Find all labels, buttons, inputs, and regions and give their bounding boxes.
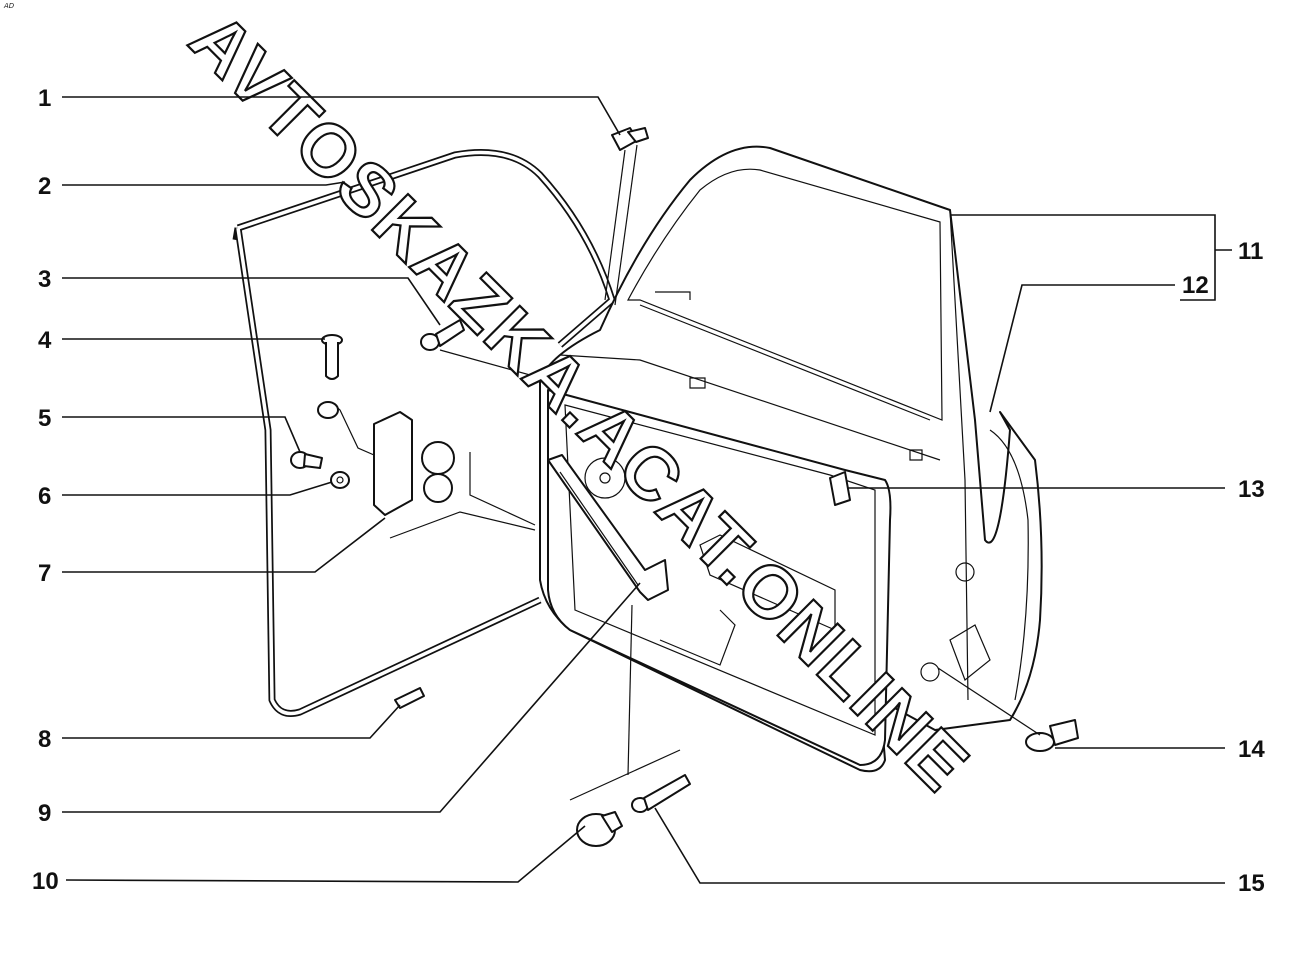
clip-part-13 (829, 471, 851, 506)
callout-13: 13 (1238, 476, 1265, 503)
callout-14: 14 (1238, 736, 1265, 763)
callout-2: 2 (38, 173, 51, 200)
armrest-part-9 (547, 454, 669, 601)
callout-3: 3 (38, 266, 51, 293)
plug-part-10 (576, 811, 623, 847)
door-shell (539, 145, 1043, 773)
callout-10: 10 (32, 868, 59, 895)
callout-labels: 1 2 3 4 5 6 7 8 9 10 11 12 13 14 15 (32, 85, 1265, 897)
bolt-part-5 (290, 451, 323, 469)
lock-latch-part-7 (317, 401, 455, 516)
grommet-part-14 (1025, 719, 1079, 752)
assembly-guides (389, 144, 1041, 801)
pin-part-4 (321, 334, 343, 380)
pin-part-8 (394, 687, 425, 709)
callout-6: 6 (38, 483, 51, 510)
callout-5: 5 (38, 405, 51, 432)
callout-9: 9 (38, 800, 51, 827)
corner-mark: AD (4, 2, 15, 10)
callout-8: 8 (38, 726, 51, 753)
leader-lines (62, 96, 1232, 884)
screw-part-3 (420, 319, 465, 351)
callout-4: 4 (38, 327, 52, 354)
screw-part-15 (631, 774, 691, 813)
callout-11: 11 (1238, 238, 1263, 265)
washer-part-6 (330, 471, 350, 489)
screw-part-1 (611, 127, 649, 151)
door-seal (232, 149, 616, 717)
callout-1: 1 (38, 85, 51, 112)
callout-12: 12 (1182, 272, 1209, 299)
callout-15: 15 (1238, 870, 1265, 897)
callout-7: 7 (38, 560, 51, 587)
